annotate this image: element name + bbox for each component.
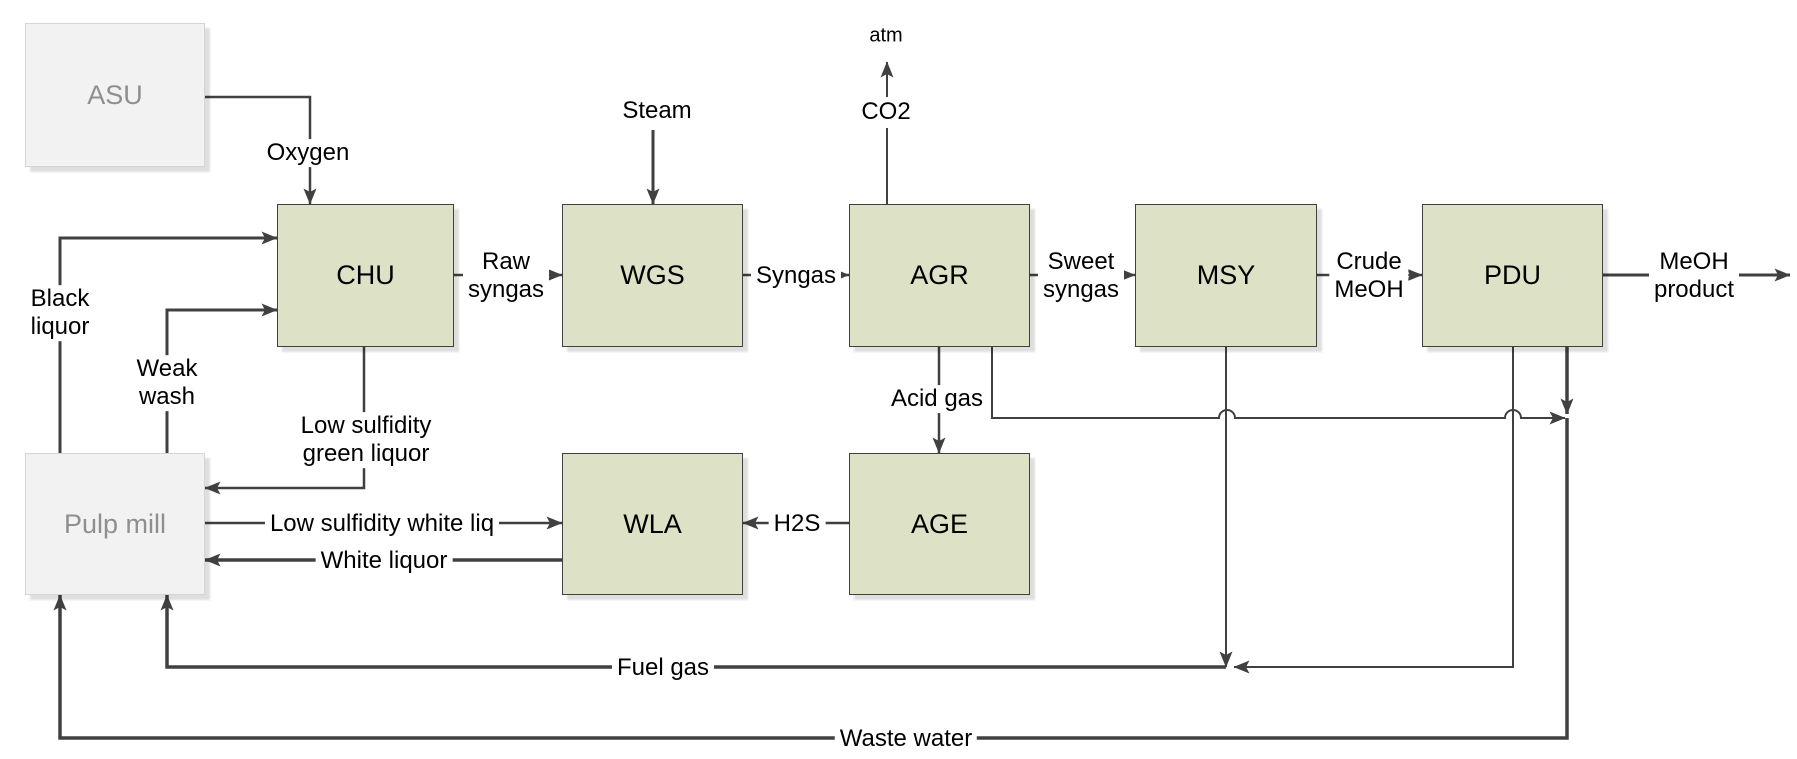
flow-black-liquor-line xyxy=(58,231,278,453)
box-pdu-label: PDU xyxy=(1483,260,1541,290)
label-fuel-gas: Fuel gas xyxy=(611,654,715,682)
box-pulp-mill: Pulp mill xyxy=(25,453,205,595)
box-wgs-label: WGS xyxy=(620,260,685,290)
box-wla-label: WLA xyxy=(623,508,682,539)
label-syngas: Syngas xyxy=(750,262,842,290)
box-asu-label: ASU xyxy=(87,79,143,110)
flow-agr-purge-line xyxy=(991,347,1566,425)
box-agr: AGR xyxy=(849,204,1030,347)
box-age: AGE xyxy=(849,453,1030,595)
label-white-liquor: White liquor xyxy=(315,547,453,575)
box-wla: WLA xyxy=(562,453,743,595)
box-chu: CHU xyxy=(277,204,454,347)
flow-oxygen-line xyxy=(205,95,317,205)
label-weak-wash: Weak wash xyxy=(131,355,203,411)
flow-green-liquor-line xyxy=(204,347,366,495)
label-sweet-syngas: Sweet syngas xyxy=(1037,248,1125,304)
flow-waste-water-line xyxy=(53,418,1569,740)
label-green-liquor: Low sulfidity green liquor xyxy=(295,412,437,468)
box-msy-label: MSY xyxy=(1196,260,1256,290)
flow-pdu-offgas-line xyxy=(1233,347,1514,674)
box-asu: ASU xyxy=(25,23,205,167)
label-black-liquor: Black liquor xyxy=(25,285,95,341)
label-meoh-product: MeOH product xyxy=(1648,248,1740,304)
label-steam: Steam xyxy=(617,97,697,125)
box-agr-label: AGR xyxy=(910,260,969,290)
box-pulp-mill-label: Pulp mill xyxy=(63,508,167,539)
box-msy: MSY xyxy=(1135,204,1317,347)
label-low-sulfidity-white-liq: Low sulfidity white liq xyxy=(264,510,500,538)
box-chu-label: CHU xyxy=(336,260,395,290)
label-waste-water: Waste water xyxy=(834,725,978,753)
flow-fuel-gas-line xyxy=(160,594,1226,669)
box-pdu: PDU xyxy=(1422,204,1603,347)
label-crude-meoh: Crude MeOH xyxy=(1329,248,1409,304)
label-raw-syngas: Raw syngas xyxy=(462,248,550,304)
label-atm: atm xyxy=(864,24,908,48)
label-acid-gas: Acid gas xyxy=(885,385,989,413)
label-co2: CO2 xyxy=(856,98,916,126)
label-h2s: H2S xyxy=(768,510,826,538)
box-wgs: WGS xyxy=(562,204,743,347)
box-age-label: AGE xyxy=(910,508,969,539)
label-oxygen: Oxygen xyxy=(261,139,355,167)
